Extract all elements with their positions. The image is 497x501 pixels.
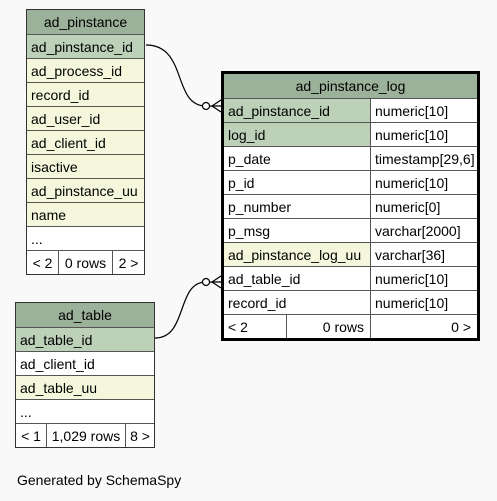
column-ad-pinstance-id[interactable]: ad_pinstance_id: [27, 35, 144, 58]
generated-by-caption: Generated by SchemaSpy: [17, 472, 182, 488]
ad-table-table[interactable]: ad_table ad_table_id ad_client_id ad_tab…: [15, 302, 155, 448]
column-type: numeric[10]: [370, 171, 477, 194]
parents-count: < 1: [16, 424, 46, 447]
column-ad-pinstance-log-uu[interactable]: ad_pinstance_log_uu: [224, 243, 370, 266]
column-ad-table-id[interactable]: ad_table_id: [224, 267, 370, 290]
row-count: 0 rows: [286, 315, 370, 338]
column-type: numeric[0]: [370, 195, 477, 218]
column-p-number[interactable]: p_number: [224, 195, 370, 218]
column-ad-process-id[interactable]: ad_process_id: [27, 59, 144, 82]
column-type: varchar[2000]: [370, 219, 477, 242]
column-record-id[interactable]: record_id: [27, 83, 144, 106]
column-p-msg[interactable]: p_msg: [224, 219, 370, 242]
column-record-id[interactable]: record_id: [224, 291, 370, 314]
column-ad-client-id[interactable]: ad_client_id: [27, 131, 144, 154]
column-p-date[interactable]: p_date: [224, 147, 370, 170]
more-columns: ...: [16, 400, 154, 423]
column-p-id[interactable]: p_id: [224, 171, 370, 194]
column-type: numeric[10]: [370, 267, 477, 290]
column-ad-client-id[interactable]: ad_client_id: [16, 352, 154, 375]
children-count: 2 >: [112, 251, 144, 274]
edge-endpoint-circle: [201, 277, 211, 287]
column-name[interactable]: name: [27, 203, 144, 226]
column-type: numeric[10]: [370, 123, 477, 146]
column-ad-user-id[interactable]: ad_user_id: [27, 107, 144, 130]
row-count: 1,029 rows: [46, 424, 125, 447]
children-count: 0 >: [370, 315, 477, 338]
table-title[interactable]: ad_pinstance_log: [224, 74, 477, 98]
row-count: 0 rows: [58, 251, 112, 274]
relationship-edge-pinstance: [145, 44, 221, 107]
column-type: numeric[10]: [370, 291, 477, 314]
parents-count: < 2: [224, 315, 286, 338]
crows-foot-marker: [210, 99, 222, 113]
column-isactive[interactable]: isactive: [27, 155, 144, 178]
crows-foot-marker: [210, 275, 222, 289]
table-title[interactable]: ad_pinstance: [27, 10, 144, 34]
parents-count: < 2: [27, 251, 58, 274]
table-title[interactable]: ad_table: [16, 303, 154, 327]
column-ad-table-uu[interactable]: ad_table_uu: [16, 376, 154, 399]
column-ad-pinstance-uu[interactable]: ad_pinstance_uu: [27, 179, 144, 202]
column-log-id[interactable]: log_id: [224, 123, 370, 146]
ad-pinstance-table[interactable]: ad_pinstance ad_pinstance_id ad_process_…: [26, 9, 145, 275]
column-type: timestamp[29,6]: [370, 147, 477, 170]
children-count: 8 >: [125, 424, 154, 447]
relationship-edge-table: [154, 281, 221, 339]
column-ad-pinstance-id[interactable]: ad_pinstance_id: [224, 99, 370, 122]
edge-endpoint-circle: [201, 101, 211, 111]
ad-pinstance-log-table[interactable]: ad_pinstance_log ad_pinstance_id numeric…: [221, 71, 480, 341]
column-ad-table-id[interactable]: ad_table_id: [16, 328, 154, 351]
column-type: numeric[10]: [370, 99, 477, 122]
column-type: varchar[36]: [370, 243, 477, 266]
more-columns: ...: [27, 227, 144, 250]
